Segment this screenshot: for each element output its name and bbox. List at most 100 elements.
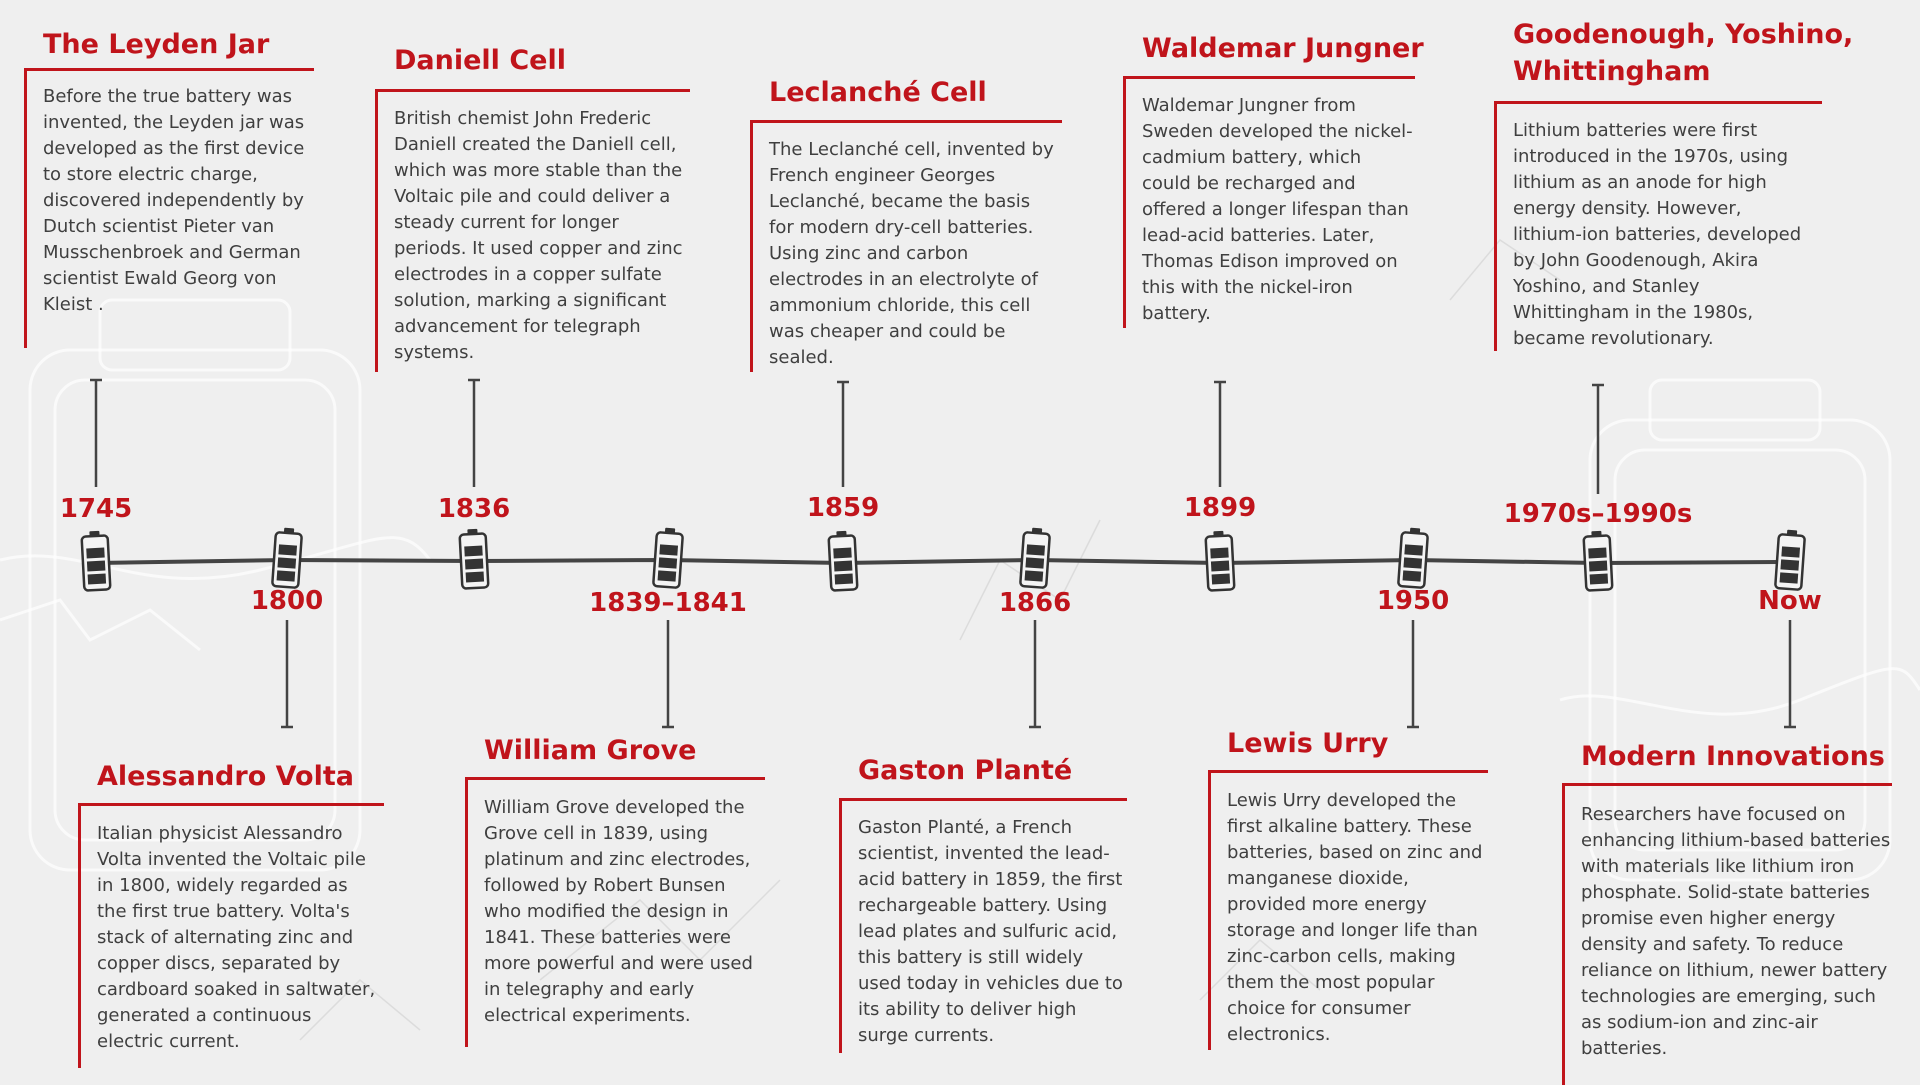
description-line: zinc-carbon cells, making bbox=[1227, 946, 1456, 967]
battery-icon bbox=[458, 528, 490, 590]
connector-line bbox=[1029, 620, 1041, 729]
battery-icon bbox=[1204, 530, 1236, 592]
description-line: them the most popular bbox=[1227, 972, 1435, 993]
description-line: Waldemar Jungner from bbox=[1142, 95, 1356, 116]
description-line: this battery is still widely bbox=[858, 947, 1084, 968]
card-frame bbox=[465, 777, 765, 1047]
description-line: 1841. These batteries were bbox=[484, 927, 731, 948]
description-line: to store electric charge, bbox=[43, 164, 258, 185]
description-line: solution, marking a significant bbox=[394, 290, 667, 311]
description-line: Gaston Planté, a French bbox=[858, 817, 1073, 838]
connector-line bbox=[1407, 620, 1419, 729]
description-line: steady current for longer bbox=[394, 212, 619, 233]
year-label: 1970s–1990s bbox=[1503, 499, 1693, 529]
description-line: electric current. bbox=[97, 1031, 240, 1052]
description-line: Kleist . bbox=[43, 294, 104, 315]
description-line: Thomas Edison improved on bbox=[1142, 251, 1398, 272]
description-line: lithium-ion batteries, developed bbox=[1513, 224, 1802, 245]
description-line: electrical experiments. bbox=[484, 1005, 691, 1026]
description-line: copper discs, separated by bbox=[97, 953, 341, 974]
event-title: Waldemar Jungner bbox=[1142, 33, 1424, 64]
event-title: Goodenough, Yoshino,Whittingham bbox=[1513, 16, 1853, 90]
year-label: 1836 bbox=[437, 494, 511, 524]
description-line: Sweden developed the nickel- bbox=[1142, 121, 1413, 142]
description-line: The Leclanché cell, invented by bbox=[769, 139, 1054, 160]
battery-icon bbox=[652, 527, 684, 589]
description-line: Lithium batteries were first bbox=[1513, 120, 1758, 141]
description-line: Leclanché, became the basis bbox=[769, 191, 1031, 212]
description-line: followed by Robert Bunsen bbox=[484, 875, 726, 896]
description-line: more powerful and were used bbox=[484, 953, 753, 974]
description-line: enhancing lithium-based batteries bbox=[1581, 830, 1891, 851]
description-line: Volta invented the Voltaic pile bbox=[97, 849, 366, 870]
description-line: invented, the Leyden jar was bbox=[43, 112, 305, 133]
event-description: Researchers have focused on enhancing lit… bbox=[1581, 802, 1890, 1062]
description-line: sealed. bbox=[769, 347, 834, 368]
year-label: 1800 bbox=[250, 586, 324, 616]
description-line: William Grove developed the bbox=[484, 797, 745, 818]
year-label: 1745 bbox=[59, 494, 133, 524]
description-line: which was more stable than the bbox=[394, 160, 683, 181]
battery-icon bbox=[1582, 530, 1614, 592]
event-title: Lewis Urry bbox=[1227, 728, 1389, 759]
year-label: 1866 bbox=[998, 588, 1072, 618]
description-line: the first true battery. Volta's bbox=[97, 901, 350, 922]
description-line: this with the nickel-iron bbox=[1142, 277, 1353, 298]
description-line: with materials like lithium iron bbox=[1581, 856, 1855, 877]
description-line: Grove cell in 1839, using bbox=[484, 823, 709, 844]
card-frame bbox=[78, 803, 384, 1068]
description-line: cardboard soaked in saltwater, bbox=[97, 979, 376, 1000]
description-line: was cheaper and could be bbox=[769, 321, 1006, 342]
description-line: acid battery in 1859, the first bbox=[858, 869, 1123, 890]
description-line: Using zinc and carbon bbox=[769, 243, 969, 264]
description-line: energy density. However, bbox=[1513, 198, 1742, 219]
connector-line bbox=[1592, 383, 1604, 494]
description-line: introduced in the 1970s, using bbox=[1513, 146, 1789, 167]
description-line: became revolutionary. bbox=[1513, 328, 1714, 349]
description-line: French engineer Georges bbox=[769, 165, 996, 186]
description-line: storage and longer life than bbox=[1227, 920, 1478, 941]
battery-icon bbox=[1019, 527, 1051, 589]
connector-line bbox=[1784, 620, 1796, 729]
description-line: offered a longer lifespan than bbox=[1142, 199, 1409, 220]
connector-line bbox=[1214, 380, 1226, 487]
description-line: Researchers have focused on bbox=[1581, 804, 1846, 825]
description-line: batteries. bbox=[1581, 1038, 1668, 1059]
battery-icon bbox=[827, 530, 859, 592]
description-line: density and safety. To reduce bbox=[1581, 934, 1844, 955]
battery-icon bbox=[271, 527, 303, 589]
description-line: used today in vehicles due to bbox=[858, 973, 1123, 994]
description-line: Daniell created the Daniell cell, bbox=[394, 134, 677, 155]
connector-line bbox=[468, 378, 480, 487]
battery-icon bbox=[1774, 529, 1806, 591]
description-line: Whittingham in the 1980s, bbox=[1513, 302, 1754, 323]
event-title: Leclanché Cell bbox=[769, 77, 987, 108]
battery-icon bbox=[80, 530, 112, 592]
description-line: Dutch scientist Pieter van bbox=[43, 216, 275, 237]
description-line: for modern dry-cell batteries. bbox=[769, 217, 1034, 238]
year-label: 1859 bbox=[806, 493, 880, 523]
connector-line bbox=[837, 380, 849, 487]
description-line: generated a continuous bbox=[97, 1005, 312, 1026]
card-frame bbox=[839, 798, 1127, 1053]
description-line: periods. It used copper and zinc bbox=[394, 238, 683, 259]
connector-line bbox=[90, 378, 102, 487]
description-line: in telegraphy and early bbox=[484, 979, 695, 1000]
event-title: William Grove bbox=[484, 735, 697, 766]
description-line: in 1800, widely regarded as bbox=[97, 875, 348, 896]
description-line: electronics. bbox=[1227, 1024, 1331, 1045]
year-label: 1839–1841 bbox=[589, 588, 747, 618]
card-frame bbox=[1494, 101, 1822, 351]
description-line: lithium as an anode for high bbox=[1513, 172, 1767, 193]
event-title: Alessandro Volta bbox=[97, 761, 354, 792]
description-line: stack of alternating zinc and bbox=[97, 927, 354, 948]
description-line: cadmium battery, which bbox=[1142, 147, 1362, 168]
year-label: 1899 bbox=[1183, 493, 1257, 523]
battery-icon bbox=[1397, 527, 1429, 589]
connector-line bbox=[662, 620, 674, 729]
description-line: as sodium-ion and zinc-air bbox=[1581, 1012, 1818, 1033]
card-frame bbox=[24, 68, 314, 348]
